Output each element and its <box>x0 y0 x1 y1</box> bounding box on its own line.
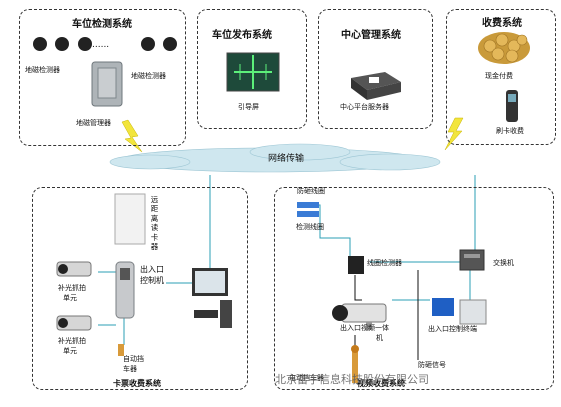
parking-detection-box: 车位检测系统 <box>19 9 186 146</box>
watermark-text: 北京富宇信息科技股份有限公司 <box>275 373 429 386</box>
manager-label: 地磁管理器 <box>76 119 111 127</box>
reader-label: 远距离读卡器 <box>150 195 159 251</box>
camera2-label-b: 单元 <box>63 347 77 355</box>
fee-system-box: 收费系统 <box>446 9 556 145</box>
video-camera-label-b: 机 <box>376 334 383 342</box>
central-management-box: 中心管理系统 <box>318 9 433 129</box>
video-fee-box: 视频收费系统 <box>274 187 554 390</box>
card-ticket-title: 卡票收费系统 <box>113 379 161 388</box>
entry-controller-icon <box>114 260 136 324</box>
control-terminal-icon <box>430 296 490 330</box>
camera1-label-b: 单元 <box>63 294 77 302</box>
card-ticket-box: 卡票收费系统 <box>32 187 248 390</box>
camera2-label-a: 补光抓拍 <box>58 337 86 345</box>
long-range-reader-icon <box>113 192 147 250</box>
video-fee-title: 视频收费系统 <box>357 379 405 388</box>
barrier-label-a: 自动挡 <box>123 355 144 363</box>
sensor-label-b: 地磁检测器 <box>131 72 166 80</box>
control-terminal-label: 出入口控制终端 <box>428 325 477 333</box>
electric-barrier-icon <box>348 345 362 389</box>
fee-system-title: 收费系统 <box>482 18 522 29</box>
coins-icon <box>476 22 532 70</box>
camera1-label-a: 补光抓拍 <box>58 284 86 292</box>
guide-screen-label: 引导屏 <box>238 103 259 111</box>
controller-label-b: 控制机 <box>140 276 164 285</box>
loop-detector-icon <box>346 254 366 280</box>
switch-label: 交换机 <box>493 259 514 267</box>
card-reader-icon <box>504 88 520 128</box>
magnetic-sensor-icon <box>30 36 180 60</box>
electric-barrier-label: 电动挡车器 <box>289 374 324 382</box>
barrier-label-b: 车器 <box>123 365 137 373</box>
magnetic-manager-icon <box>88 58 128 114</box>
controller-label-a: 出入口 <box>140 265 164 274</box>
parking-publish-title: 车位发布系统 <box>212 30 272 41</box>
computer-icon <box>188 266 236 336</box>
network-label: 网络传输 <box>268 154 305 164</box>
dots-label: ...... <box>92 40 110 50</box>
parking-detection-title: 车位检测系统 <box>72 19 132 30</box>
anti-smash-signal-label: 防砸信号 <box>418 361 446 369</box>
cash-label: 现金付费 <box>485 72 513 80</box>
detection-loop-label: 检测线圈 <box>296 223 324 231</box>
capture-camera-icon-1 <box>55 258 99 284</box>
barrier-icon <box>115 342 127 361</box>
card-label: 刷卡收费 <box>496 127 524 135</box>
network-cloud <box>109 143 441 173</box>
capture-camera-icon-2 <box>55 312 99 338</box>
sensor-label-a: 地磁检测器 <box>25 66 60 74</box>
server-label: 中心平台服务器 <box>340 103 389 111</box>
video-camera-label-a: 出入口视频一体 <box>340 324 389 332</box>
loop-detector-label: 线圈检测器 <box>367 259 402 267</box>
guide-screen-icon <box>226 52 280 96</box>
central-management-title: 中心管理系统 <box>341 30 401 41</box>
anti-smash-loop-label: 防砸线圈 <box>297 187 325 195</box>
server-icon <box>345 68 405 106</box>
switch-icon <box>458 246 486 278</box>
detection-loop-icon <box>296 200 320 224</box>
parking-publish-box: 车位发布系统 <box>197 9 307 129</box>
video-camera-icon <box>330 300 394 334</box>
